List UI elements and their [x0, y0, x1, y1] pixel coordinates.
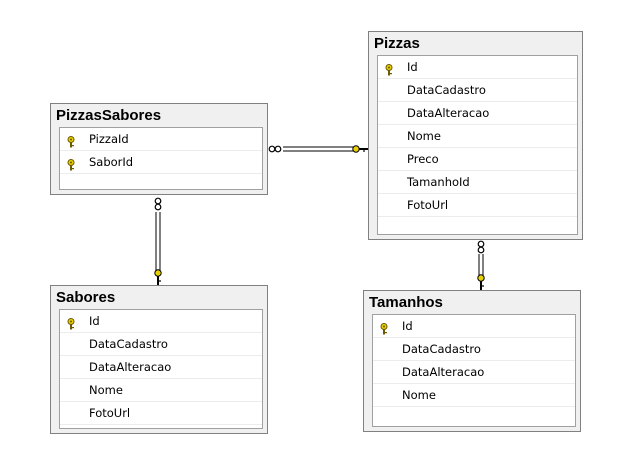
key-end-icon	[352, 145, 368, 153]
column-name: PizzaId	[89, 132, 129, 146]
primary-key-icon	[66, 133, 76, 148]
column-row[interactable]: Id	[60, 310, 262, 333]
column-name: FotoUrl	[407, 198, 449, 212]
column-name: DataAlteracao	[407, 106, 490, 120]
key-end-icon	[477, 274, 485, 290]
column-row[interactable]: DataCadastro	[60, 333, 262, 356]
column-name: DataAlteracao	[402, 365, 485, 379]
column-name: Id	[402, 319, 413, 333]
column-row[interactable]: Preco	[378, 148, 577, 171]
column-row[interactable]: Id	[378, 56, 577, 79]
column-name: Nome	[407, 129, 441, 143]
column-row[interactable]: DataAlteracao	[373, 361, 575, 384]
table-title: Sabores	[56, 289, 116, 306]
column-row[interactable]: DataAlteracao	[60, 356, 262, 379]
column-row[interactable]: TamanhoId	[378, 171, 577, 194]
infinity-icon	[477, 240, 485, 248]
column-row[interactable]: Nome	[378, 125, 577, 148]
table-title: Pizzas	[374, 35, 420, 52]
primary-key-icon	[66, 315, 76, 330]
column-name: Id	[89, 314, 100, 328]
column-row[interactable]: SaborId	[60, 151, 262, 174]
column-name: Nome	[89, 383, 123, 397]
column-name: SaborId	[89, 155, 134, 169]
column-row[interactable]: PizzaId	[60, 128, 262, 151]
column-name: DataCadastro	[407, 83, 486, 97]
column-name: TamanhoId	[407, 175, 470, 189]
column-row[interactable]: Nome	[373, 384, 575, 407]
column-name: Id	[407, 60, 418, 74]
column-row[interactable]: Id	[373, 315, 575, 338]
primary-key-icon	[66, 156, 76, 171]
empty-row	[60, 425, 262, 448]
primary-key-icon	[384, 61, 394, 76]
column-name: Preco	[407, 152, 439, 166]
column-row[interactable]: DataAlteracao	[378, 102, 577, 125]
column-row[interactable]: DataCadastro	[373, 338, 575, 361]
infinity-icon	[268, 145, 276, 153]
key-end-icon	[154, 269, 162, 285]
empty-row	[378, 217, 577, 240]
relationship-pizzassabores-pizzas[interactable]	[268, 145, 368, 153]
column-row[interactable]: Nome	[60, 379, 262, 402]
column-name: FotoUrl	[89, 406, 131, 420]
table-title: Tamanhos	[369, 294, 443, 311]
column-row[interactable]: DataCadastro	[378, 79, 577, 102]
column-row[interactable]: FotoUrl	[60, 402, 262, 425]
table-title: PizzasSabores	[56, 107, 162, 124]
infinity-icon	[154, 197, 162, 205]
empty-row	[60, 174, 262, 197]
empty-row	[373, 407, 575, 430]
column-name: Nome	[402, 388, 436, 402]
primary-key-icon	[379, 320, 389, 335]
relationship-pizzassabores-sabores[interactable]	[154, 197, 162, 285]
relationship-pizzas-tamanhos[interactable]	[477, 240, 485, 290]
column-name: DataCadastro	[402, 342, 481, 356]
column-name: DataCadastro	[89, 337, 168, 351]
column-name: DataAlteracao	[89, 360, 172, 374]
column-row[interactable]: FotoUrl	[378, 194, 577, 217]
